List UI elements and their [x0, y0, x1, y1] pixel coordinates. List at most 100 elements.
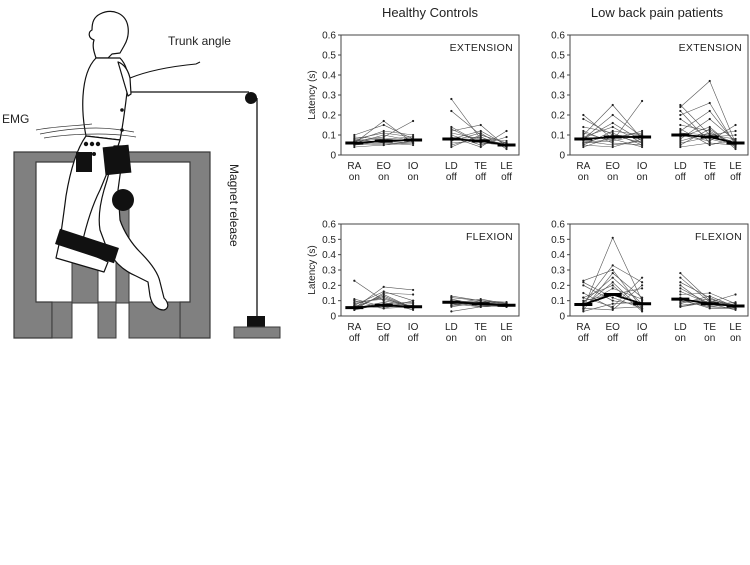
knee-pad	[112, 189, 134, 211]
subject-point	[679, 103, 682, 107]
subject-point	[708, 127, 711, 131]
subject-point	[382, 307, 385, 310]
x-tick-label-line: on	[446, 333, 457, 344]
apparatus-illustration: Trunk angle EMG Magnet release	[2, 10, 281, 339]
x-tick-label-line: IO	[637, 161, 648, 172]
trunk-angle-label: Trunk angle	[168, 34, 231, 48]
subject-point	[353, 298, 356, 301]
subject-point	[640, 139, 644, 143]
subject-point	[582, 305, 585, 308]
subject-point	[611, 296, 614, 299]
subject-point	[640, 310, 644, 313]
subject-point	[382, 119, 385, 123]
subject-point	[640, 296, 644, 299]
subject-point	[382, 129, 385, 133]
magnet-block	[247, 316, 265, 328]
subject-point	[611, 121, 614, 125]
subject-point	[582, 129, 585, 133]
subject-point	[679, 137, 682, 141]
subject-point	[382, 133, 385, 137]
y-tick-label: 0.3	[551, 91, 565, 102]
x-tick-label-line: off	[475, 172, 486, 183]
subject-point	[708, 294, 711, 298]
subject-point	[708, 299, 711, 302]
x-tick-label-line: off	[730, 172, 741, 183]
x-tick-label-line: LE	[729, 161, 742, 172]
subject-point	[382, 123, 385, 127]
x-tick-label-line: off	[675, 172, 686, 183]
subject-point	[582, 125, 585, 129]
subject-point	[450, 129, 453, 133]
subject-point	[582, 291, 585, 295]
x-tick-label-line: EO	[376, 161, 391, 172]
subject-point	[582, 141, 585, 145]
subject-point	[411, 143, 415, 147]
subject-point	[640, 308, 644, 311]
pulley-icon	[245, 92, 257, 104]
y-tick-label: 0.6	[551, 220, 565, 231]
subject-point	[708, 109, 711, 113]
subject-point	[611, 271, 614, 275]
subject-point	[640, 276, 644, 279]
y-tick-label: 0.5	[551, 235, 565, 246]
subject-point	[734, 301, 737, 304]
x-tick-label-line: off	[578, 333, 589, 344]
subject-point	[679, 143, 682, 147]
x-tick-label-line: on	[378, 172, 389, 183]
x-tick-label-line: on	[578, 172, 589, 183]
x-tick-label-line: off	[446, 172, 457, 183]
hip-pad	[102, 144, 132, 176]
subject-point	[411, 133, 415, 137]
subject-point	[582, 308, 585, 311]
subject-point	[479, 133, 482, 137]
trunk-angle-sensor-arm	[129, 61, 201, 79]
subject-point	[679, 145, 682, 149]
subject-point	[679, 123, 682, 127]
subject-point	[582, 281, 585, 284]
subject-point	[505, 139, 508, 143]
x-tick-label-line: EO	[376, 322, 391, 333]
subject-point	[582, 284, 585, 287]
subject-point	[353, 308, 356, 311]
subject-point	[353, 299, 356, 302]
subject-point	[479, 123, 482, 127]
y-tick-label: 0	[559, 312, 565, 323]
subject-point	[505, 147, 508, 151]
x-tick-label-line: off	[378, 333, 389, 344]
subject-point	[679, 302, 682, 305]
subject-point	[479, 131, 482, 135]
subject-point	[582, 133, 585, 137]
subject-point	[382, 294, 385, 298]
x-tick-label-line: RA	[576, 322, 590, 333]
subject-point	[382, 299, 385, 302]
subject-point	[479, 143, 482, 147]
subject-point	[611, 281, 614, 284]
subject-point	[679, 271, 682, 275]
subject-point	[611, 308, 614, 311]
subject-point	[640, 284, 644, 287]
y-tick-label: 0.4	[551, 250, 565, 261]
x-tick-label-line: RA	[347, 322, 361, 333]
subject-point	[708, 307, 711, 310]
subject-point	[479, 145, 482, 149]
subject-point	[450, 131, 453, 135]
subject-point	[611, 264, 614, 267]
subject-point	[708, 131, 711, 135]
subject-point	[411, 293, 415, 296]
subject-point	[640, 307, 644, 310]
subject-point	[640, 298, 644, 301]
subject-point	[450, 125, 453, 129]
thigh-strap	[76, 152, 92, 172]
subject-point	[450, 97, 453, 101]
subject-point	[640, 287, 644, 290]
